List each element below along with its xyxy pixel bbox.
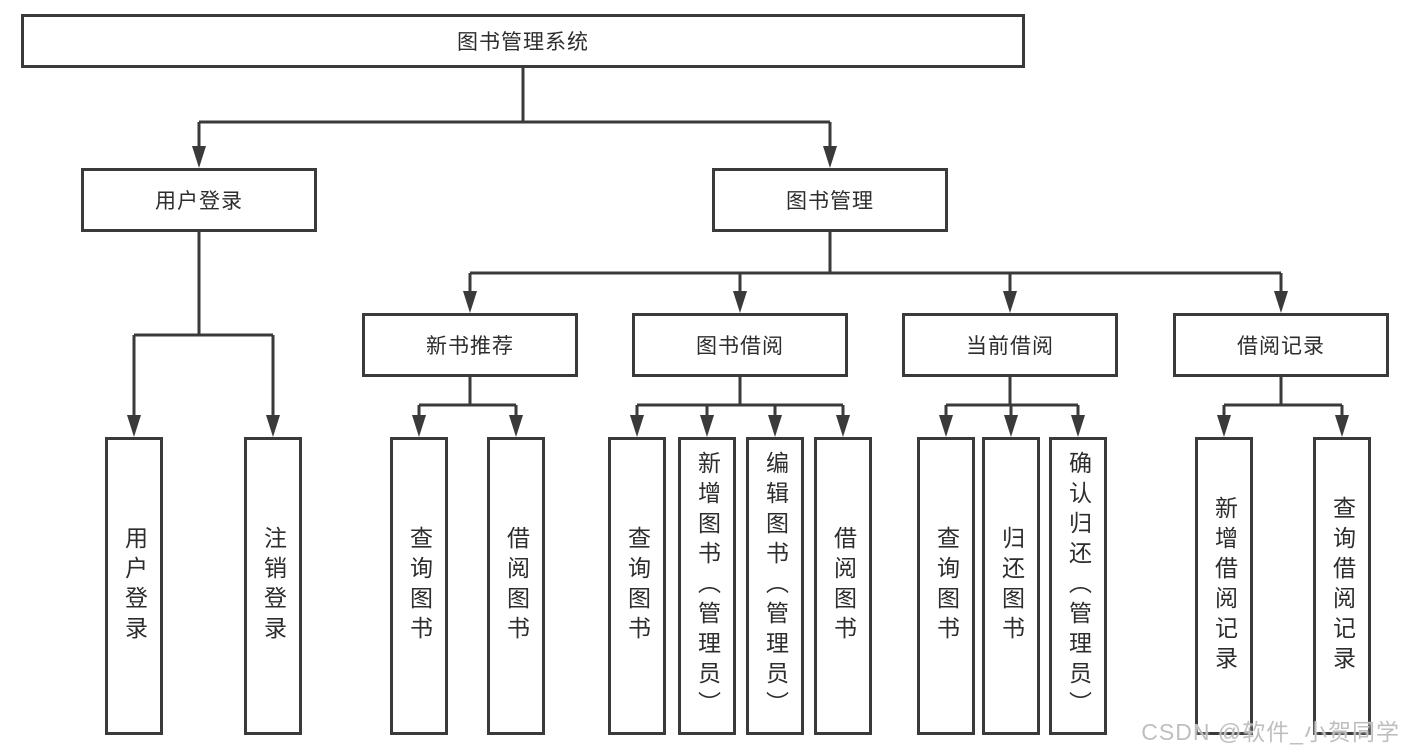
node-leaf-return-books: 归还图书 [982,437,1040,735]
node-current-borrow: 当前借阅 [902,313,1118,377]
node-leaf-query-books-current: 查询图书 [917,437,975,735]
node-label: 查询图书 [624,526,651,646]
node-library-system: 图书管理系统 [21,14,1025,68]
node-user-login: 用户登录 [81,168,317,232]
node-leaf-add-borrow-record: 新增借阅记录 [1195,437,1253,735]
node-label: 新增图书（管理员） [694,451,721,721]
node-label: 新增借阅记录 [1211,496,1238,676]
node-leaf-query-borrow-record: 查询借阅记录 [1313,437,1371,735]
node-label: 注销登录 [260,526,287,646]
node-label: 查询图书 [406,526,433,646]
node-leaf-borrow-books: 借阅图书 [814,437,872,735]
node-label: 编辑图书（管理员） [762,451,789,721]
node-leaf-query-books-borrow: 查询图书 [608,437,666,735]
node-book-management: 图书管理 [712,168,948,232]
node-leaf-edit-book-admin: 编辑图书（管理员） [746,437,804,735]
node-label: 用户登录 [121,526,148,646]
node-label: 确认归还（管理员） [1065,451,1092,721]
node-leaf-borrow-books-recommend: 借阅图书 [487,437,545,735]
node-label: 借阅图书 [503,526,530,646]
node-label: 借阅图书 [830,526,857,646]
node-leaf-confirm-return-admin: 确认归还（管理员） [1049,437,1107,735]
node-leaf-user-login: 用户登录 [105,437,163,735]
node-leaf-logout: 注销登录 [244,437,302,735]
node-label: 查询借阅记录 [1329,496,1356,676]
node-leaf-query-books-recommend: 查询图书 [390,437,448,735]
node-borrow-records: 借阅记录 [1173,313,1389,377]
node-leaf-add-book-admin: 新增图书（管理员） [678,437,736,735]
node-label: 查询图书 [933,526,960,646]
node-new-book-recommend: 新书推荐 [362,313,578,377]
node-label: 归还图书 [998,526,1025,646]
node-book-borrow: 图书借阅 [632,313,848,377]
csdn-watermark: CSDN @软件_小贺同学 [1141,719,1400,745]
